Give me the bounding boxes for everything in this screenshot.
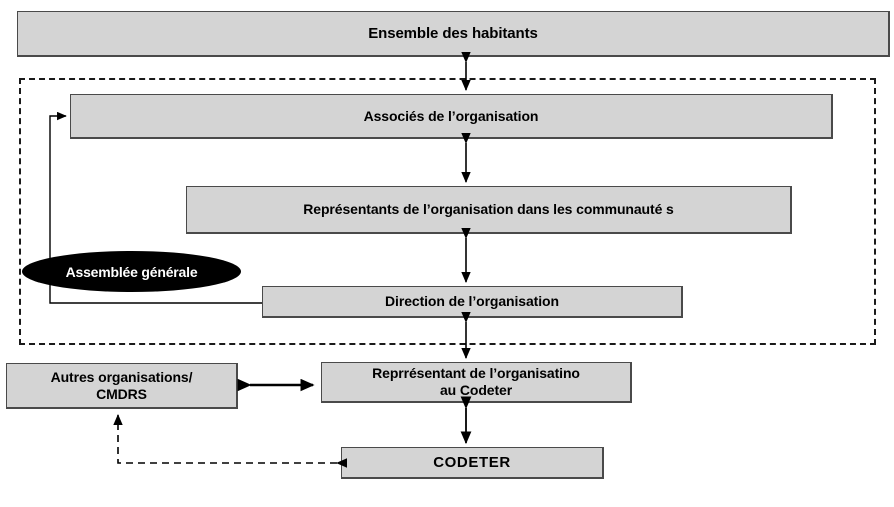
node-assemblee-generale-label: Assemblée générale (65, 263, 198, 280)
node-direction-de-lorganisation[interactable]: Direction de l’organisation (262, 286, 683, 318)
node-ensemble-des-habitants-label: Ensemble des habitants (368, 24, 538, 42)
node-representants-dans-les-communautes-label: Représentants de l’organisation dans les… (303, 201, 674, 218)
node-representants-dans-les-communautes[interactable]: Représentants de l’organisation dans les… (186, 186, 792, 234)
node-assemblee-generale[interactable]: Assemblée générale (22, 251, 241, 292)
node-autres-organisations-cmdrs[interactable]: Autres organisations/ CMDRS (6, 363, 238, 409)
connector-codeter-autres-dashed (113, 414, 348, 468)
node-ensemble-des-habitants[interactable]: Ensemble des habitants (17, 11, 890, 57)
node-representant-au-codeter-line1: Reprrésentant de l’organisatino (372, 365, 580, 382)
node-direction-de-lorganisation-label: Direction de l’organisation (385, 293, 559, 310)
node-representant-de-lorganisation-au-codeter[interactable]: Reprrésentant de l’organisatino au Codet… (321, 362, 632, 403)
node-codeter[interactable]: CODETER (341, 447, 604, 479)
node-codeter-label: CODETER (433, 453, 511, 471)
node-associes-de-lorganisation[interactable]: Associés de l’organisation (70, 94, 833, 139)
node-representant-au-codeter-line2: au Codeter (439, 382, 513, 398)
organisation-boundary-dashed-region (19, 78, 876, 345)
node-associes-de-lorganisation-label: Associés de l’organisation (363, 107, 539, 124)
node-autres-organisations-cmdrs-line2: CMDRS (96, 385, 147, 402)
node-autres-organisations-cmdrs-line1: Autres organisations/ (50, 368, 193, 385)
